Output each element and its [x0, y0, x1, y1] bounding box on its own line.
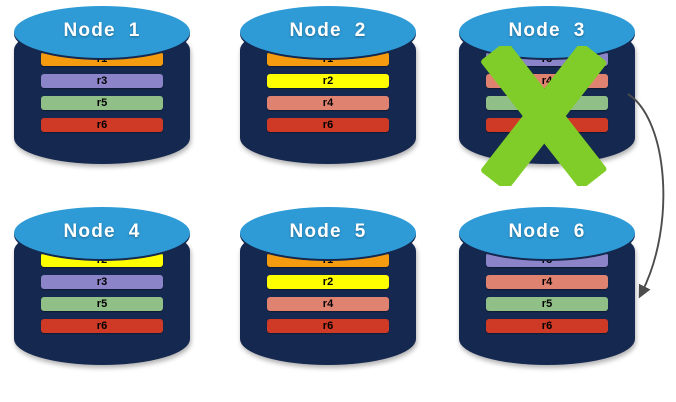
- record-list-4: r2 r3 r5 r6: [41, 253, 163, 333]
- record-bar[interactable]: r5: [486, 96, 608, 110]
- node-cylinder-1[interactable]: r1 r3 r5 r6 Node 1: [14, 6, 190, 182]
- record-bar[interactable]: r4: [486, 275, 608, 289]
- record-bar[interactable]: r5: [41, 297, 163, 311]
- node-label: Node 4: [63, 221, 141, 242]
- record-bar[interactable]: r6: [267, 118, 389, 132]
- cylinder-top: [14, 6, 190, 58]
- node-cylinder-4[interactable]: r2 r3 r5 r6 Node 4: [14, 207, 190, 383]
- record-bar[interactable]: r6: [267, 319, 389, 333]
- node-label: Node 3: [508, 20, 586, 41]
- record-bar[interactable]: r6: [41, 118, 163, 132]
- record-bar[interactable]: r2: [267, 275, 389, 289]
- cylinder-top: [240, 6, 416, 58]
- record-bar[interactable]: r3: [41, 74, 163, 88]
- cylinder-top: [14, 207, 190, 259]
- node-label: Node 5: [289, 221, 367, 242]
- record-bar[interactable]: r4: [486, 74, 608, 88]
- record-bar[interactable]: r5: [486, 297, 608, 311]
- record-list-3: r3 r4 r5 r6: [486, 52, 608, 132]
- node-label: Node 1: [63, 20, 141, 41]
- record-bar[interactable]: r4: [267, 297, 389, 311]
- node-cylinder-6[interactable]: r3 r4 r5 r6 Node 6: [459, 207, 635, 383]
- record-bar[interactable]: r4: [267, 96, 389, 110]
- record-bar[interactable]: r3: [41, 275, 163, 289]
- record-bar[interactable]: r6: [486, 118, 608, 132]
- record-bar[interactable]: r5: [41, 96, 163, 110]
- node-label: Node 2: [289, 20, 367, 41]
- node-cylinder-3[interactable]: r3 r4 r5 r6 Node 3: [459, 6, 635, 186]
- record-list-2: r1 r2 r4 r6: [267, 52, 389, 132]
- record-list-1: r1 r3 r5 r6: [41, 52, 163, 132]
- record-bar[interactable]: r6: [486, 319, 608, 333]
- node-cylinder-5[interactable]: r1 r2 r4 r6 Node 5: [240, 207, 416, 383]
- node-label: Node 6: [508, 221, 586, 242]
- record-list-6: r3 r4 r5 r6: [486, 253, 608, 333]
- cylinder-top: [459, 207, 635, 259]
- record-bar[interactable]: r2: [267, 74, 389, 88]
- node-cylinder-2[interactable]: r1 r2 r4 r6 Node 2: [240, 6, 416, 182]
- cylinder-top: [240, 207, 416, 259]
- record-bar[interactable]: r6: [41, 319, 163, 333]
- record-list-5: r1 r2 r4 r6: [267, 253, 389, 333]
